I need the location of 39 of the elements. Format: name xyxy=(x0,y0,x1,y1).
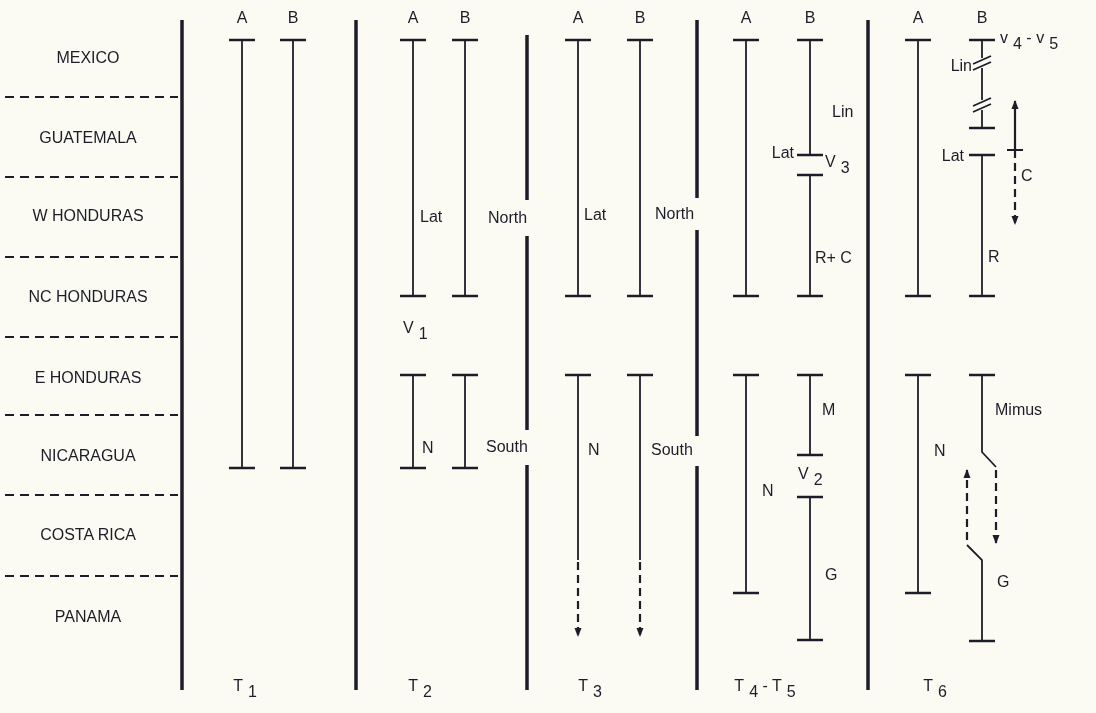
lineage-label: G xyxy=(825,567,838,583)
region-label: W HONDURAS xyxy=(32,208,144,224)
lineage-label: Lat xyxy=(420,209,443,225)
lineage-label: M xyxy=(822,402,836,418)
region-label: NC HONDURAS xyxy=(28,289,148,305)
region-label: NICARAGUA xyxy=(40,448,136,464)
lineage-label: Lat xyxy=(584,207,607,223)
lineage-label: N xyxy=(762,483,774,499)
lineage-label: Lat xyxy=(771,145,794,161)
lineage-label: R+ C xyxy=(815,250,852,266)
region-label: E HONDURAS xyxy=(34,370,142,386)
column-heading: A xyxy=(572,10,584,26)
lineage-label: South xyxy=(486,439,528,455)
lineage-label: Lat xyxy=(941,148,964,164)
lineage-label: R xyxy=(988,249,1000,265)
lineage-label: South xyxy=(651,442,693,458)
lineage-label: N xyxy=(422,440,434,456)
lineage-label: G xyxy=(997,574,1010,590)
column-heading: A xyxy=(740,10,752,26)
lineage-label: North xyxy=(488,210,528,226)
lineage-label: Lin xyxy=(832,104,854,120)
column-heading: A xyxy=(407,10,419,26)
lineage-label: N xyxy=(934,443,946,459)
column-heading: A xyxy=(912,10,924,26)
region-label: GUATEMALA xyxy=(39,130,137,146)
region-label: PANAMA xyxy=(54,609,122,625)
lineage-label: Lin xyxy=(950,58,972,74)
column-heading: B xyxy=(634,10,646,26)
lineage-label: Mimus xyxy=(995,402,1043,418)
column-heading: B xyxy=(976,10,988,26)
column-heading: B xyxy=(459,10,471,26)
column-heading: B xyxy=(804,10,816,26)
lineage-label: North xyxy=(655,206,695,222)
lineage-label: C xyxy=(1021,168,1033,184)
region-label: MEXICO xyxy=(56,50,120,66)
column-heading: B xyxy=(287,10,299,26)
region-label: COSTA RICA xyxy=(40,527,136,543)
column-heading: A xyxy=(236,10,248,26)
lineage-label: N xyxy=(588,442,600,458)
